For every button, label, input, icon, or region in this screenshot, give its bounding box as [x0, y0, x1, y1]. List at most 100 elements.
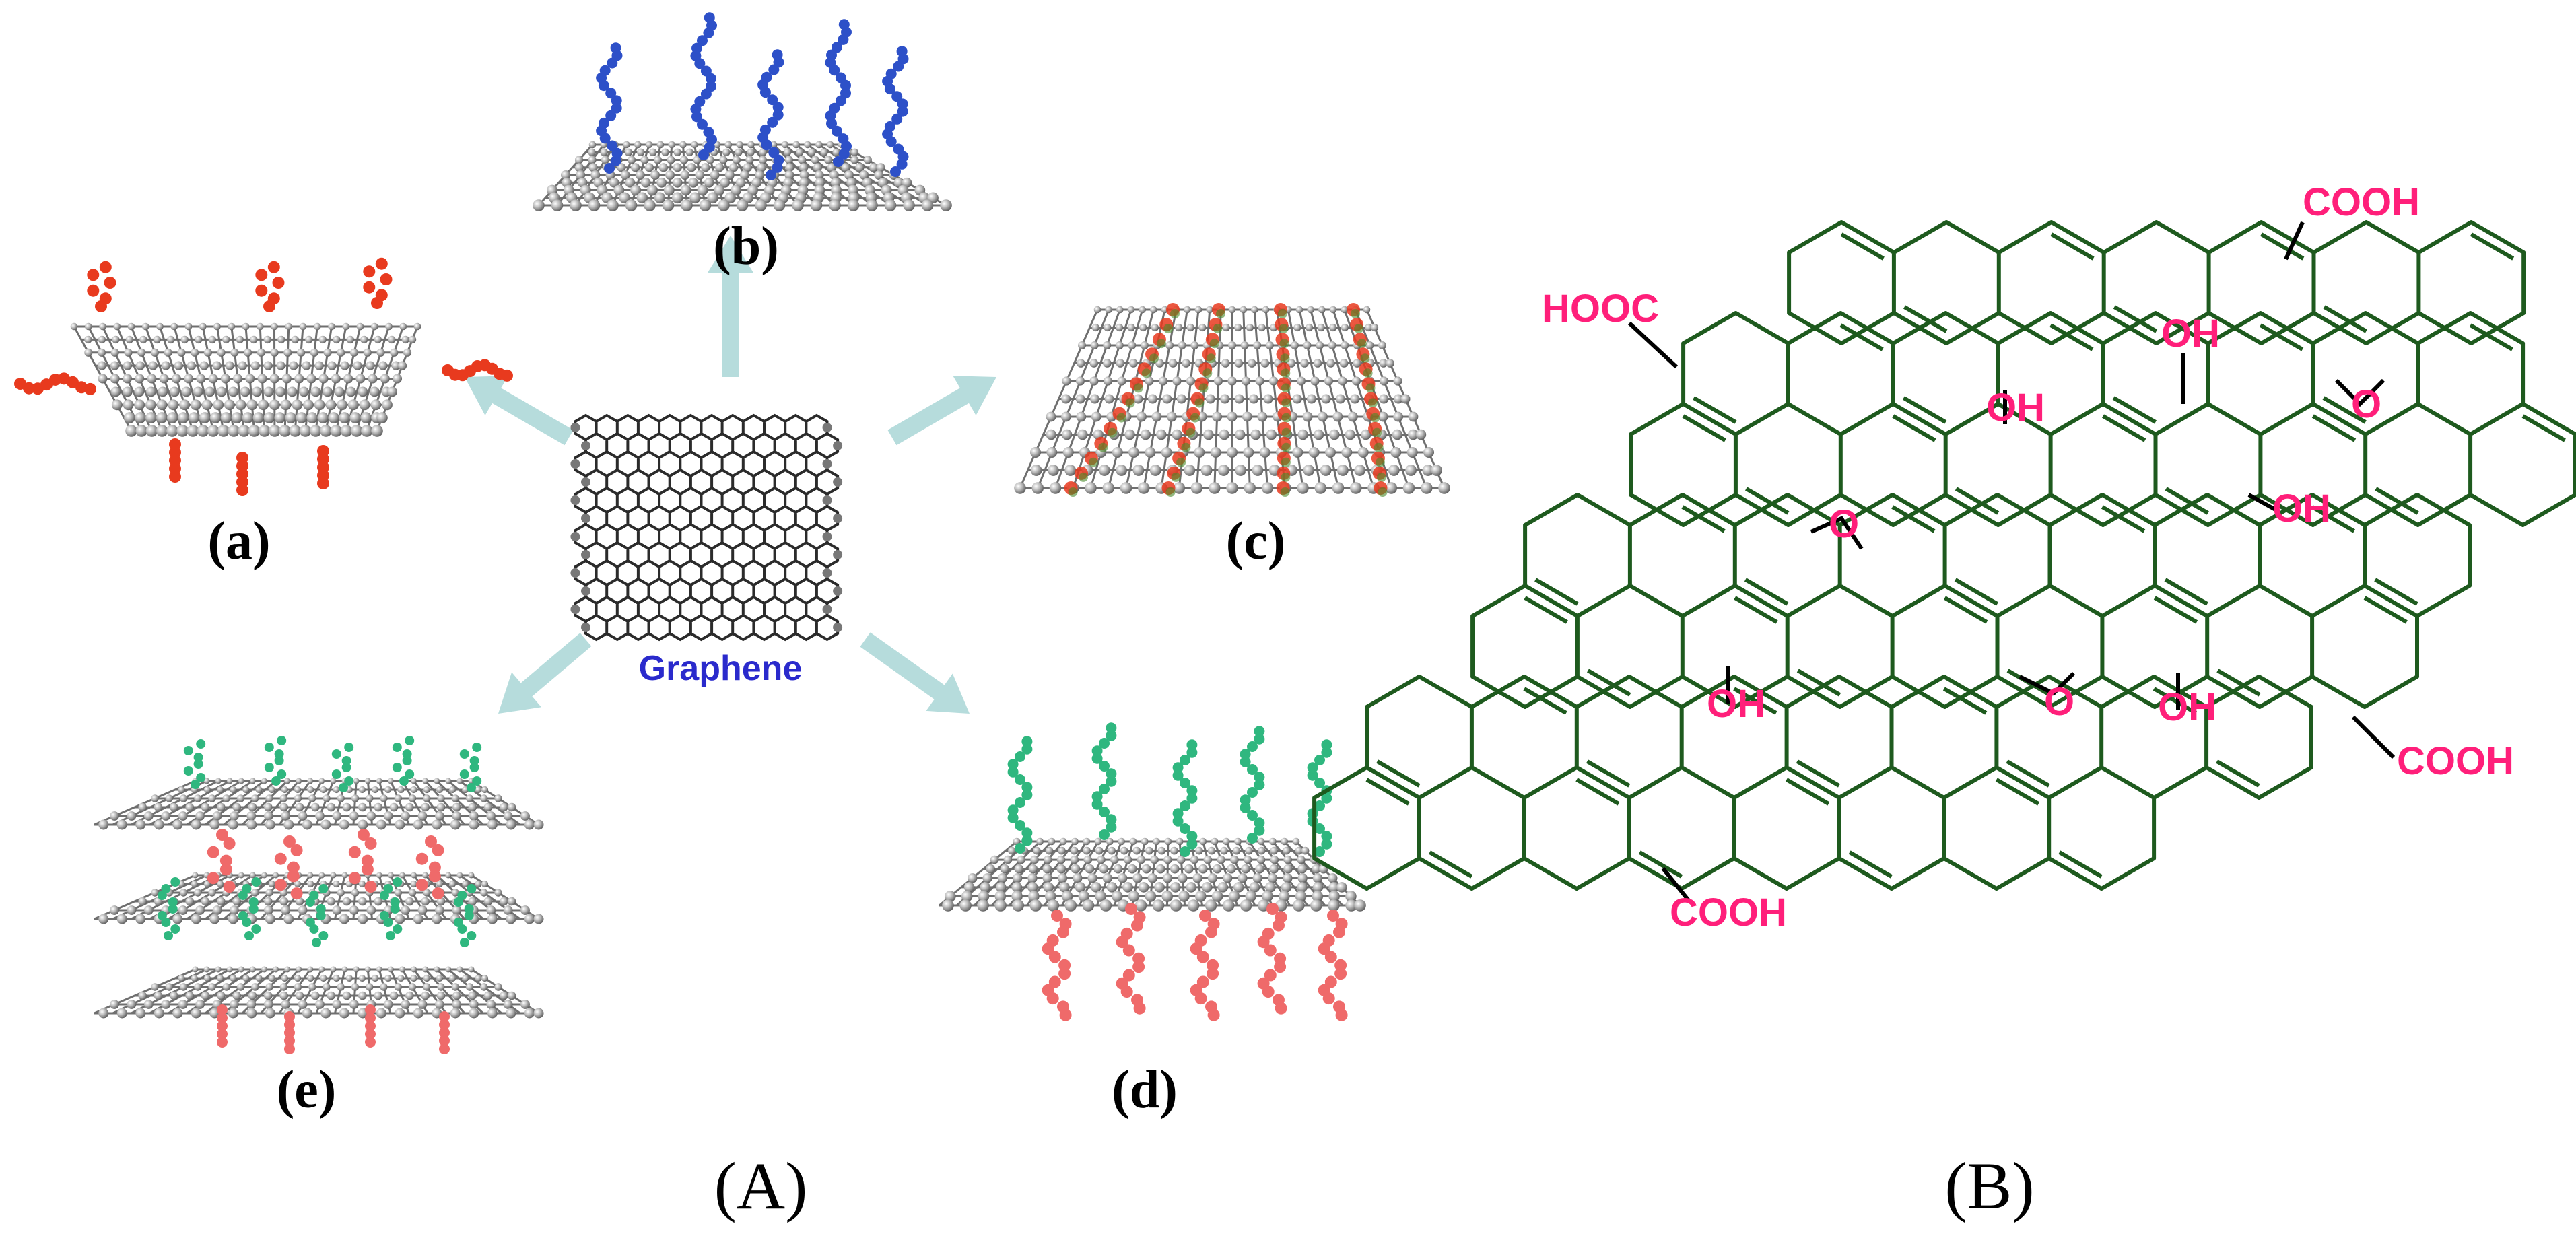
carbon-atom	[1062, 447, 1074, 458]
functional-stripe-bead	[1375, 457, 1385, 467]
carbon-atom	[1117, 376, 1126, 386]
carbon-atom	[125, 335, 134, 344]
chain-bead	[365, 1029, 376, 1039]
carbon-atom	[662, 199, 675, 211]
carbon-atom	[468, 802, 477, 812]
carbon-atom	[230, 1000, 239, 1009]
carbon-atom	[855, 163, 865, 172]
carbon-atom	[327, 991, 336, 1000]
carbon-atom	[1217, 855, 1225, 864]
carbon-atom	[921, 199, 934, 211]
carbon-atom	[1378, 411, 1388, 422]
carbon-atom	[248, 991, 257, 1000]
carbon-atom	[681, 199, 693, 211]
carbon-atom	[1300, 359, 1309, 368]
chain-bead	[1314, 778, 1325, 788]
carbon-atom	[980, 882, 990, 893]
carbon-atom	[1083, 846, 1091, 855]
stacked-layer	[94, 778, 544, 830]
carbon-atom	[208, 983, 216, 991]
carbon-atom	[1218, 465, 1229, 476]
carbon-atom	[449, 974, 456, 982]
carbon-atom	[833, 623, 843, 632]
carbon-atom	[318, 374, 329, 384]
carbon-atom	[135, 374, 145, 384]
chain-bead	[1021, 743, 1033, 755]
chain-bead	[1254, 817, 1265, 829]
carbon-atom	[1292, 447, 1303, 458]
carbon-atom	[216, 386, 227, 397]
carbon-atom	[166, 425, 178, 437]
carbon-atom	[201, 897, 210, 906]
functional-stripe-bead	[1351, 309, 1360, 318]
carbon-atom	[408, 889, 417, 897]
functional-stripe-bead	[1281, 457, 1291, 467]
carbon-atom	[1168, 359, 1178, 368]
carbon-atom	[1042, 864, 1052, 874]
carbon-atom	[281, 786, 288, 794]
carbon-atom	[191, 974, 198, 982]
carbon-atom	[667, 156, 675, 164]
epoxy-label: O	[2351, 382, 2381, 426]
carbon-atom	[1345, 429, 1356, 440]
chain-bead	[196, 739, 206, 749]
carbon-atom	[422, 872, 429, 879]
carbon-atom	[232, 897, 242, 906]
chain-bead	[1321, 739, 1332, 751]
carbon-atom	[1141, 864, 1151, 874]
carbon-atom	[1244, 482, 1256, 494]
carbon-atom	[1203, 429, 1214, 440]
carbon-atom	[1046, 447, 1058, 458]
carbon-atom	[1421, 482, 1433, 494]
carbon-atom	[1312, 891, 1324, 902]
functional-stripe-bead	[1368, 398, 1378, 408]
carbon-atom	[445, 966, 452, 973]
carbon-atom	[1013, 873, 1023, 883]
carbon-atom	[609, 177, 619, 188]
carbon-atom	[456, 966, 463, 973]
carbon-atom	[1388, 465, 1400, 476]
carbon-atom	[829, 170, 839, 180]
carbon-atom	[436, 786, 444, 794]
carbon-atom	[1106, 882, 1118, 893]
carbon-atom	[320, 974, 327, 982]
carbon-atom	[903, 199, 915, 211]
functional-stripe-bead	[1279, 339, 1289, 349]
carbon-atom	[1257, 411, 1268, 422]
carbon-atom	[97, 348, 106, 357]
chain-bead	[284, 1035, 295, 1046]
carbon-atom	[1308, 447, 1320, 458]
chain-bead	[610, 42, 621, 54]
carbon-atom	[1246, 323, 1254, 332]
carbon-atom	[1423, 447, 1434, 458]
carbon-atom	[307, 974, 314, 982]
carbon-atom	[383, 811, 393, 821]
carbon-atom	[145, 399, 156, 411]
carbon-atom	[222, 983, 230, 991]
chain-bead	[1125, 903, 1137, 915]
carbon-atom	[739, 170, 749, 180]
carbon-atom	[358, 897, 367, 906]
carbon-atom	[449, 880, 456, 888]
chain-bead	[439, 1011, 450, 1022]
chain-bead	[1058, 967, 1071, 980]
carbon-atom	[1354, 899, 1366, 912]
chain-bead	[1122, 944, 1135, 957]
carbon-atom	[212, 811, 222, 821]
sheet-a	[70, 322, 421, 437]
carbon-atom	[378, 361, 388, 370]
chain-bead	[1015, 820, 1025, 831]
carbon-atom	[1186, 882, 1196, 893]
chain-bead	[255, 284, 268, 297]
carbon-atom	[410, 974, 417, 982]
functional-stripe-bead	[1281, 442, 1291, 452]
sublabel-e: (e)	[277, 1060, 337, 1120]
chain-bead	[1015, 843, 1025, 854]
carbon-atom	[246, 811, 257, 821]
chain-bead	[267, 292, 280, 305]
chain-bead	[248, 897, 259, 907]
carbon-atom	[1347, 411, 1358, 422]
carbon-atom	[832, 148, 840, 156]
chain-bead	[772, 49, 783, 61]
arrow	[708, 236, 753, 377]
